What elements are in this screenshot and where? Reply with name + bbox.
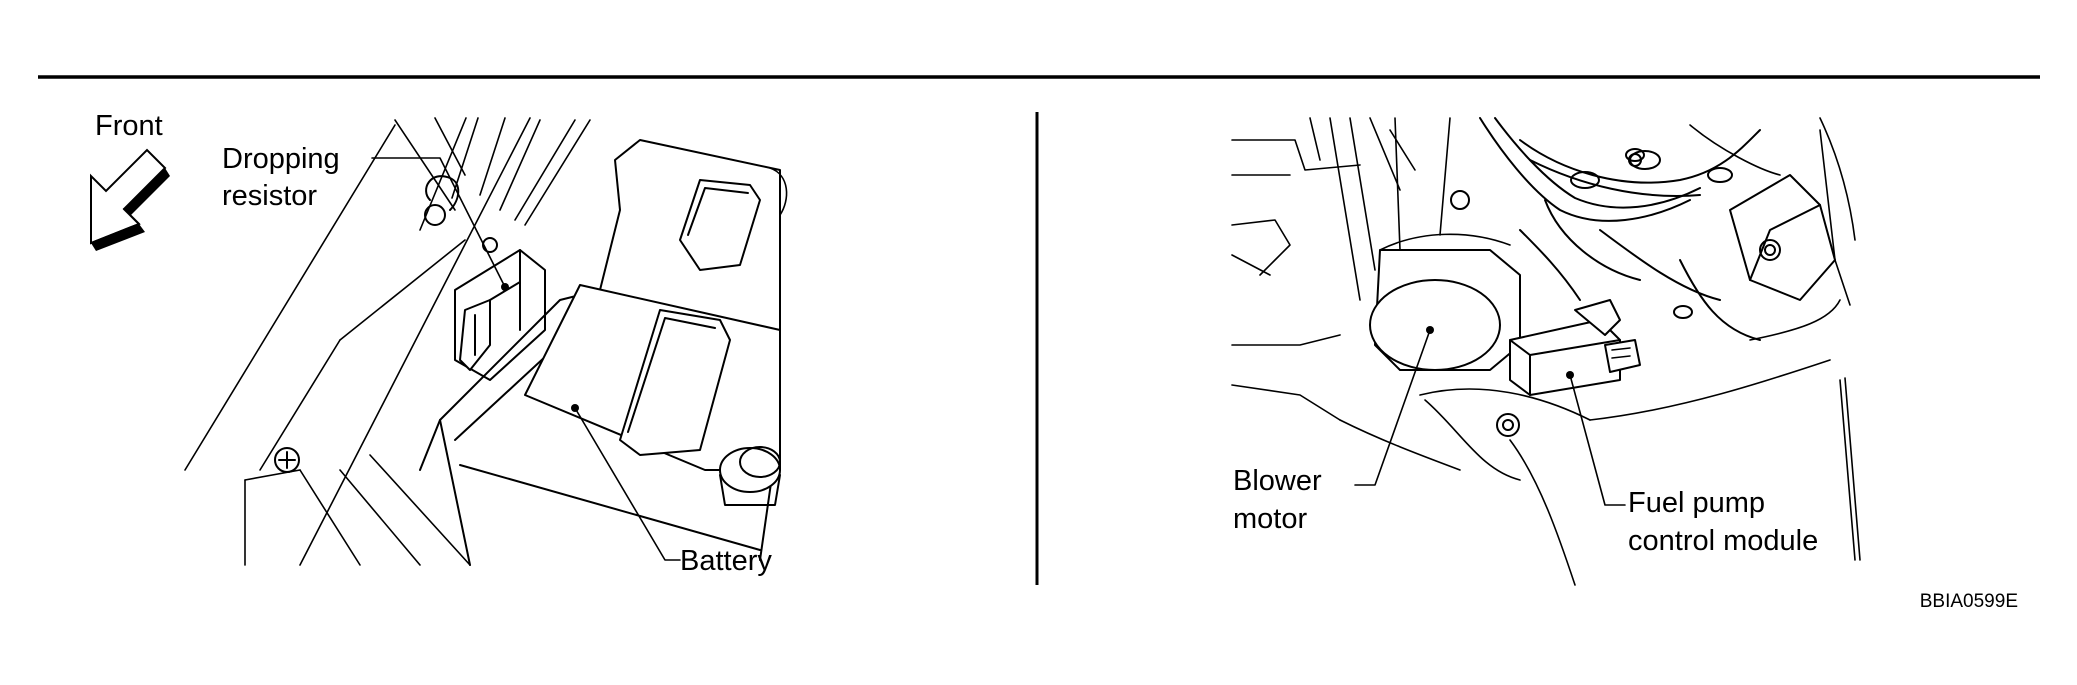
bolt-icon [274,447,300,473]
dash-structure [1231,117,1416,421]
dropping-resistor-leader [371,157,506,288]
dropping-resistor-label-line1: Dropping [222,143,340,175]
fuel-pump-leader [1569,374,1626,506]
bolt-icon [482,237,498,253]
fuel-pump-label-line1: Fuel pump [1628,487,1765,519]
dropping-resistor [454,249,546,381]
front-label: Front [95,110,163,142]
dropping-resistor-label-line2: resistor [222,180,317,212]
battery [524,167,788,506]
left-panel: Front [90,110,788,577]
battery-label: Battery [680,545,772,577]
bolt-icon [1496,413,1520,437]
blower-motor-label-line2: motor [1233,503,1307,535]
wiring-harness [1479,117,1761,341]
vehicle-body-lines [184,117,591,566]
body-lines [1339,117,1861,586]
bolt-icon [1450,190,1470,210]
hole-icon [1673,305,1693,319]
blower-motor-leader [1354,329,1431,486]
right-panel: Blower motor Fuel pump control module [1231,117,1861,586]
blower-motor [1369,117,1521,371]
bolt-icon [424,204,446,226]
front-arrow-icon [90,148,170,251]
hole-icon [1625,148,1645,162]
figure-code: BBIA0599E [1920,591,2018,612]
battery-leader [574,407,681,561]
fuel-pump-control-module [1509,299,1641,396]
blower-motor-label-line1: Blower [1233,465,1322,497]
mount-bracket [1689,124,1851,306]
fuel-pump-label-line2: control module [1628,525,1818,557]
